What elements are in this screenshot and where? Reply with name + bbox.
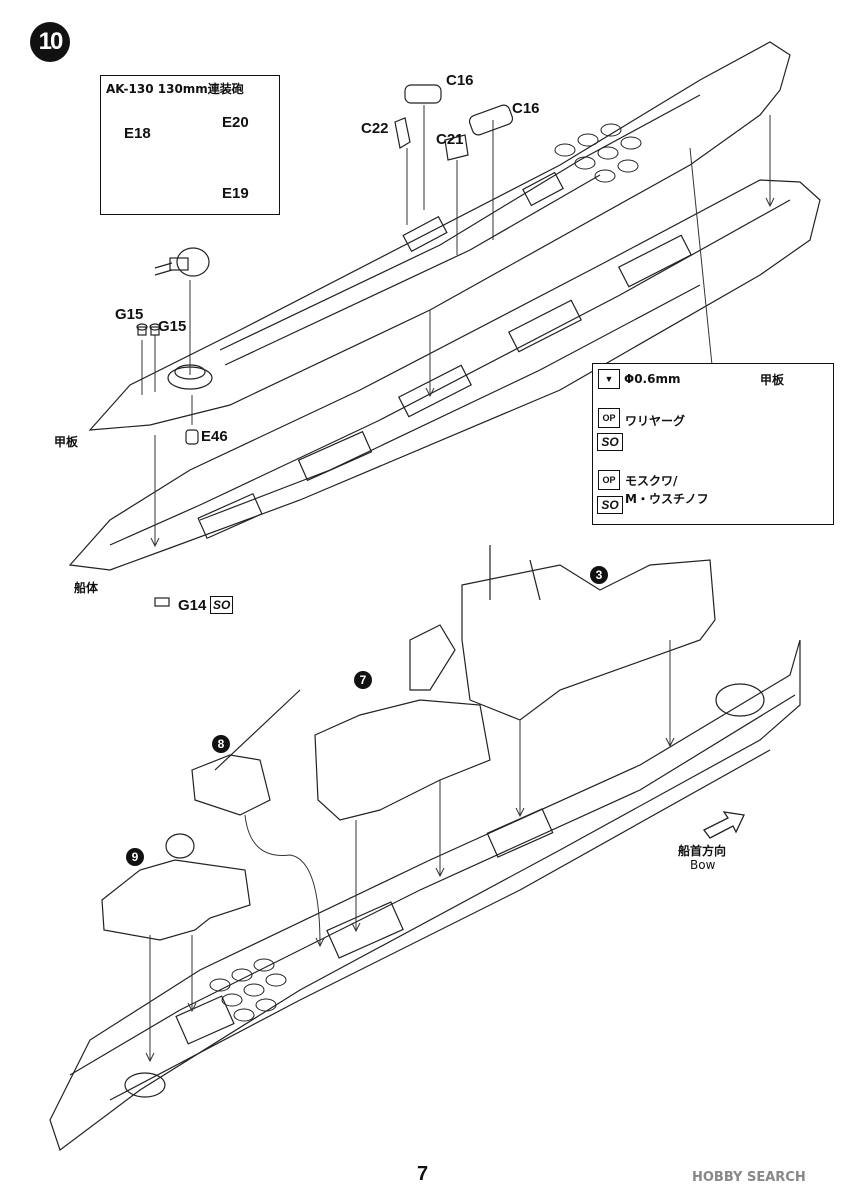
hull-label: 船体 xyxy=(74,581,99,595)
part-label-c21: C21 xyxy=(436,131,464,148)
part-label-c16-a: C16 xyxy=(446,72,474,89)
lower-hull-outline xyxy=(49,639,801,1151)
part-label-e19: E19 xyxy=(222,185,249,202)
subassembly-badge-3: 3 xyxy=(590,566,608,584)
subassembly-badge-9: 9 xyxy=(126,848,144,866)
subassembly-badge-8: 8 xyxy=(212,735,230,753)
inset-deck-box xyxy=(592,363,834,525)
bow-label-en: Bow xyxy=(690,858,716,872)
inset-turret-box xyxy=(100,75,280,215)
part-label-g14: G14 xyxy=(178,597,207,614)
part-label-g15-a: G15 xyxy=(115,306,144,323)
so-badge-1: SO xyxy=(597,433,623,451)
variant-label-2-line2: M・ウスチノフ xyxy=(625,492,709,506)
bow-label-jp: 船首方向 xyxy=(678,844,727,858)
deck-label: 甲板 xyxy=(54,435,79,449)
part-label-e18: E18 xyxy=(124,125,151,142)
part-label-e20: E20 xyxy=(222,114,249,131)
part-label-c22: C22 xyxy=(361,120,389,137)
block-9 xyxy=(101,859,251,941)
block-3 xyxy=(461,559,716,721)
part-label-c16-b: C16 xyxy=(512,100,540,117)
open-hole-icon-1: OP xyxy=(598,408,620,428)
inset-deck-title: 甲板 xyxy=(760,373,785,387)
step-number-badge: 10 xyxy=(30,22,70,62)
part-label-g15-b: G15 xyxy=(158,318,187,335)
hull-outline xyxy=(68,179,821,571)
watermark: HOBBY SEARCH xyxy=(692,1170,806,1185)
inset-turret-title: AK-130 130mm連装砲 xyxy=(106,82,244,96)
part-label-e46: E46 xyxy=(201,428,228,445)
block-8 xyxy=(191,754,271,816)
drill-icon: ▼ xyxy=(598,369,620,389)
variant-label-2-line1: モスクワ/ xyxy=(625,474,678,488)
variant-label-1: ワリヤーグ xyxy=(625,414,686,428)
deck-plate-outline xyxy=(88,41,791,431)
drill-size: Φ0.6mm xyxy=(624,372,681,386)
subassembly-badge-7: 7 xyxy=(354,671,372,689)
page-number: 7 xyxy=(417,1163,429,1185)
open-hole-icon-2: OP xyxy=(598,470,620,490)
bow-arrow xyxy=(703,811,745,839)
so-badge-g14: SO xyxy=(210,596,234,614)
block-7 xyxy=(314,699,491,821)
so-badge-2: SO xyxy=(597,496,623,514)
